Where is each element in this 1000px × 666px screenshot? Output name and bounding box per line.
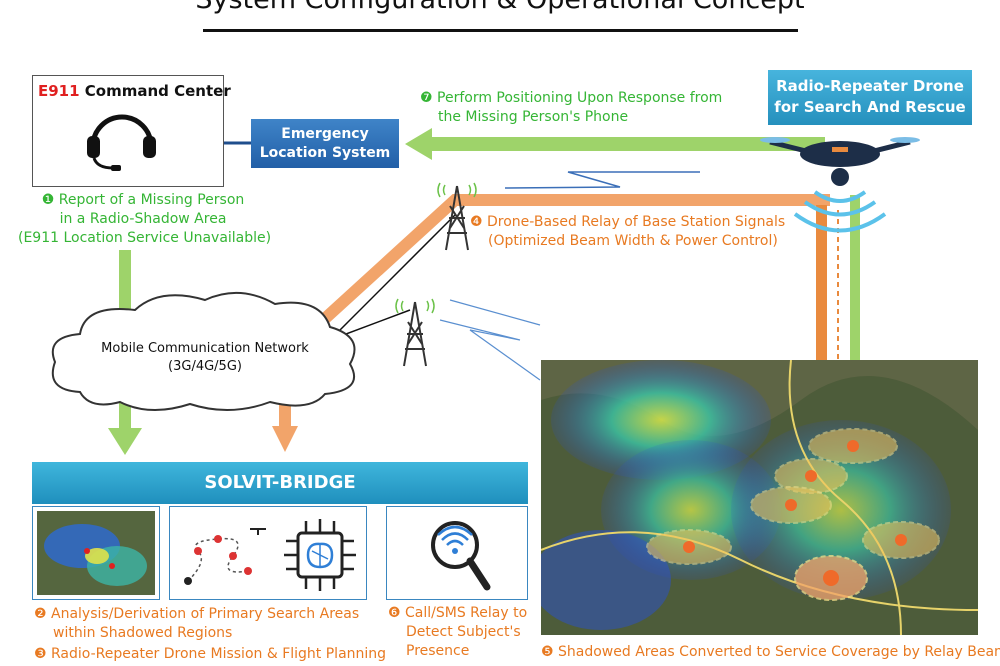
step-4-marker: ❹ xyxy=(470,214,483,230)
els-line2: Location System xyxy=(259,145,391,161)
step-3-text: ❸ Radio-Repeater Drone Mission & Flight … xyxy=(34,645,386,664)
command-center-title: E911 Command Center xyxy=(38,82,231,100)
step-4-text: ❹ Drone-Based Relay of Base Station Sign… xyxy=(470,213,785,251)
solvit-bridge-bar: SOLVIT-BRIDGE xyxy=(32,462,528,504)
cell-tower-icon xyxy=(395,298,435,367)
step-7-marker: ❼ xyxy=(420,90,433,106)
step-7-line1: Perform Positioning Upon Response from xyxy=(437,90,723,106)
cloud-line2: (3G/4G/5G) xyxy=(168,359,242,374)
step-1-line2: in a Radio-Shadow Area xyxy=(59,211,227,227)
emergency-location-system-box: Emergency Location System xyxy=(251,119,399,168)
signal-search-icon xyxy=(431,521,491,591)
coverage-map-icon xyxy=(541,360,978,635)
planning-panel xyxy=(169,506,367,600)
step-2-line2: within Shadowed Regions xyxy=(53,625,233,641)
title-underline xyxy=(203,29,798,32)
page-title: System Configuration & Operational Conce… xyxy=(0,0,1000,15)
command-center-box xyxy=(32,75,224,187)
step-5-marker: ❺ xyxy=(541,644,554,660)
cloud-icon xyxy=(51,291,356,412)
drone-icon xyxy=(760,137,920,233)
step-3-line1: Radio-Repeater Drone Mission & Flight Pl… xyxy=(51,646,387,662)
step-5-line1: Shadowed Areas Converted to Service Cove… xyxy=(558,644,1000,660)
step-3-marker: ❸ xyxy=(34,646,47,662)
step-1-text: ❶ Report of a Missing Person in a Radio-… xyxy=(18,191,272,248)
step-2-text: ❷ Analysis/Derivation of Primary Search … xyxy=(34,605,359,643)
step-1-line1: Report of a Missing Person xyxy=(58,192,245,208)
drone-line1: Radio-Repeater Drone xyxy=(776,77,964,95)
drone-title-box: Radio-Repeater Drone for Search And Resc… xyxy=(768,70,972,125)
cell-tower-icon xyxy=(437,182,477,251)
cloud-line1: Mobile Communication Network xyxy=(101,341,309,356)
step-6-marker: ❻ xyxy=(388,605,401,621)
step-6-line2: Detect Subject's xyxy=(406,624,521,640)
step-6-text: ❻ Call/SMS Relay to Detect Subject's Pre… xyxy=(388,604,527,661)
step-6-line1: Call/SMS Relay to xyxy=(405,605,528,621)
detect-panel xyxy=(386,506,528,600)
headset-icon xyxy=(87,114,156,171)
step-1-marker: ❶ xyxy=(41,192,55,208)
route-map-icon xyxy=(184,528,266,585)
command-center-label: Command Center xyxy=(84,82,231,100)
step-4-line1: Drone-Based Relay of Base Station Signal… xyxy=(487,214,786,230)
step-1-line3: (E911 Location Service Unavailable) xyxy=(18,230,272,246)
step-7-line2: the Missing Person's Phone xyxy=(438,109,629,125)
drone-line2: for Search And Rescue xyxy=(774,98,966,116)
step-7-text: ❼ Perform Positioning Upon Response from… xyxy=(420,89,722,127)
cloud-label: Mobile Communication Network (3G/4G/5G) xyxy=(70,340,340,376)
e911-label: E911 xyxy=(38,82,80,100)
coverage-map-icon xyxy=(37,511,155,595)
green-arrow-positioning xyxy=(405,128,825,160)
step-6-line3: Presence xyxy=(406,643,470,659)
step-2-line1: Analysis/Derivation of Primary Search Ar… xyxy=(51,606,360,622)
ai-chip-icon xyxy=(284,519,356,591)
els-line1: Emergency xyxy=(281,126,369,142)
coverage-map xyxy=(541,360,978,635)
step-4-line2: (Optimized Beam Width & Power Control) xyxy=(488,233,778,249)
step-5-text: ❺ Shadowed Areas Converted to Service Co… xyxy=(541,643,1000,662)
heatmap-panel xyxy=(32,506,160,600)
step-2-marker: ❷ xyxy=(34,606,47,622)
